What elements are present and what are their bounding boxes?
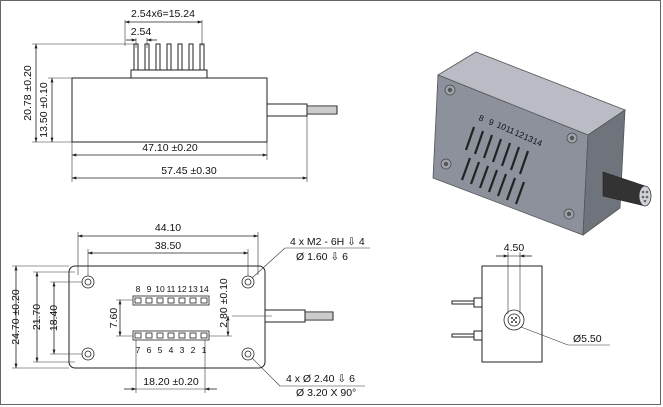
bottom-pin-number: 4 xyxy=(169,345,174,355)
dim-side-length-total: 57.45 ±0.30 xyxy=(161,165,217,177)
bottom-pin-number: 6 xyxy=(147,345,152,355)
end-pins xyxy=(451,297,483,341)
top-pin-number: 12 xyxy=(177,284,187,294)
side-body xyxy=(71,77,268,143)
top-pin-number: 8 xyxy=(136,284,141,294)
dim-top-height-inner: 21.70 xyxy=(31,304,43,330)
iso-view: 8 9 10 11 12 13 14 xyxy=(432,51,652,236)
iso-pin-labels: 8 9 10 11 12 13 14 xyxy=(477,113,544,149)
dim-fiber-dia: Ø5.50 xyxy=(573,333,602,345)
end-fiber-inner xyxy=(507,313,521,327)
top-pin-row-upper xyxy=(132,295,210,306)
dim-side-height-body: 13.50 ±0.10 xyxy=(38,82,50,138)
bottom-pin-number: 2 xyxy=(191,345,196,355)
iso-pin-label: 9 xyxy=(487,117,495,128)
dim-pitch: 2.54 xyxy=(131,26,152,38)
note-mount-drill: Ø 1.60 ⇩ 6 xyxy=(296,251,348,263)
top-pin-number: 9 xyxy=(147,284,152,294)
iso-cable xyxy=(602,171,652,207)
bottom-pin-number: 3 xyxy=(180,345,185,355)
end-fiber-outer xyxy=(503,309,525,331)
top-pin-row-lower xyxy=(132,330,210,341)
side-view: 2.54x6=15.24 2.54 20.78 ±0.20 13.50 ±0.1… xyxy=(22,8,338,182)
iso-pin-label: 13 xyxy=(522,132,535,145)
iso-pin-label: 14 xyxy=(531,136,544,149)
dim-hole-span: 44.10 xyxy=(155,222,181,234)
note-counterbore: 4 x Ø 2.40 ⇩ 6 xyxy=(286,373,355,385)
dim-end-width: 4.50 xyxy=(504,242,525,254)
iso-pin-label: 11 xyxy=(504,124,516,137)
dim-inner-span: 38.50 xyxy=(155,240,181,252)
top-pin-number: 13 xyxy=(188,284,198,294)
bottom-pin-number: 5 xyxy=(158,345,163,355)
top-body xyxy=(68,265,266,369)
iso-pin-label: 8 xyxy=(477,113,485,124)
dim-top-height-total: 24.70 ±0.20 xyxy=(10,289,22,345)
iso-pins xyxy=(460,126,530,205)
iso-pin-label: 10 xyxy=(495,120,508,133)
dim-row-offset: 2.80 ±0.10 xyxy=(218,278,230,328)
bottom-pin-number: 7 xyxy=(136,345,141,355)
dim-pitch-total: 2.54x6=15.24 xyxy=(131,8,195,20)
side-cable-boot xyxy=(266,103,308,117)
top-pin-number: 10 xyxy=(155,284,165,294)
dim-pin-row-width: 18.20 ±0.20 xyxy=(143,376,199,388)
dim-side-height-total: 20.78 ±0.20 xyxy=(22,65,34,121)
side-pins xyxy=(130,43,208,79)
top-pin-number: 14 xyxy=(199,284,209,294)
end-view: 4.50 Ø5.50 xyxy=(451,242,610,363)
iso-pin-label: 12 xyxy=(513,128,526,141)
top-view: 8 9 10 11 12 13 14 7 6 5 4 3 2 1 44.10 3… xyxy=(10,222,370,399)
bottom-pin-number: 1 xyxy=(202,345,207,355)
top-pin-number: 11 xyxy=(167,284,176,294)
dim-top-height-holes: 18.40 xyxy=(48,305,60,331)
note-countersink: Ø 3.20 X 90° xyxy=(296,387,356,399)
note-mount-thread: 4 x M2 - 6H ⇩ 4 xyxy=(290,236,365,248)
dim-row-pitch: 7.60 xyxy=(108,308,120,329)
dim-side-length-body: 47.10 ±0.20 xyxy=(142,142,198,154)
